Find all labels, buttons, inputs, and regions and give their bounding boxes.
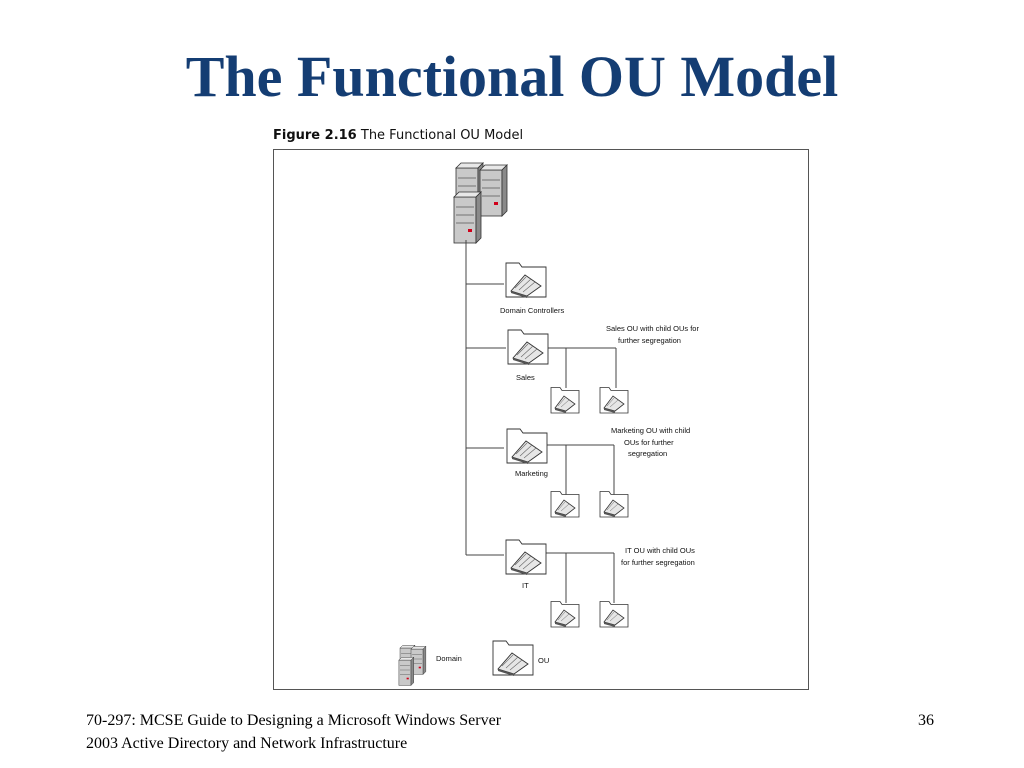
footer-line-1: 70-297: MCSE Guide to Designing a Micros… xyxy=(86,712,502,729)
ou-label-it: IT xyxy=(522,581,529,590)
legend-ou-label: OU xyxy=(538,656,549,665)
figure-number: Figure 2.16 xyxy=(273,128,357,143)
legend: Domain OU xyxy=(398,640,549,686)
footer-line-2: 2003 Active Directory and Network Infras… xyxy=(86,735,408,752)
ou-folder-icon xyxy=(505,539,547,576)
child-ou-icon xyxy=(550,491,580,518)
marketing-note-line2: OUs for further xyxy=(624,438,674,447)
child-ou-icon xyxy=(599,491,629,518)
ou-label-sales: Sales xyxy=(516,373,535,382)
it-note-line2: for further segregation xyxy=(621,558,695,567)
ou-folder-icon xyxy=(505,262,547,299)
legend-domain-label: Domain xyxy=(436,654,462,663)
legend-ou-icon xyxy=(492,640,534,677)
sales-note-line2: further segregation xyxy=(618,336,681,345)
ou-diagram: Domain Controllers Sales Sales OU with c… xyxy=(398,162,699,686)
figure-caption: Figure 2.16 The Functional OU Model xyxy=(273,128,523,143)
legend-domain-icon xyxy=(398,644,427,686)
footer-course-title: 70-297: MCSE Guide to Designing a Micros… xyxy=(86,709,501,755)
ou-folder-icon xyxy=(507,329,549,366)
child-ou-icon xyxy=(599,387,629,414)
slide-title: The Functional OU Model xyxy=(185,44,839,109)
ou-folder-icon xyxy=(506,428,548,465)
domain-server-icon xyxy=(453,162,508,244)
figure-caption-text: The Functional OU Model xyxy=(360,128,524,143)
marketing-note-line3: segregation xyxy=(628,449,667,458)
child-ou-icon xyxy=(550,387,580,414)
it-note-line1: IT OU with child OUs xyxy=(625,546,695,555)
sales-note-line1: Sales OU with child OUs for xyxy=(606,324,699,333)
page-number: 36 xyxy=(918,712,934,729)
server-unit-2 xyxy=(479,164,508,217)
server-unit-3 xyxy=(453,191,482,244)
ou-label-domain-controllers: Domain Controllers xyxy=(500,306,564,315)
ou-label-marketing: Marketing xyxy=(515,469,548,478)
child-ou-icon xyxy=(550,601,580,628)
marketing-note-line1: Marketing OU with child xyxy=(611,426,690,435)
figure-frame: Domain Controllers Sales Sales OU with c… xyxy=(273,149,809,690)
tree-connectors xyxy=(465,240,617,603)
child-ou-icon xyxy=(599,601,629,628)
